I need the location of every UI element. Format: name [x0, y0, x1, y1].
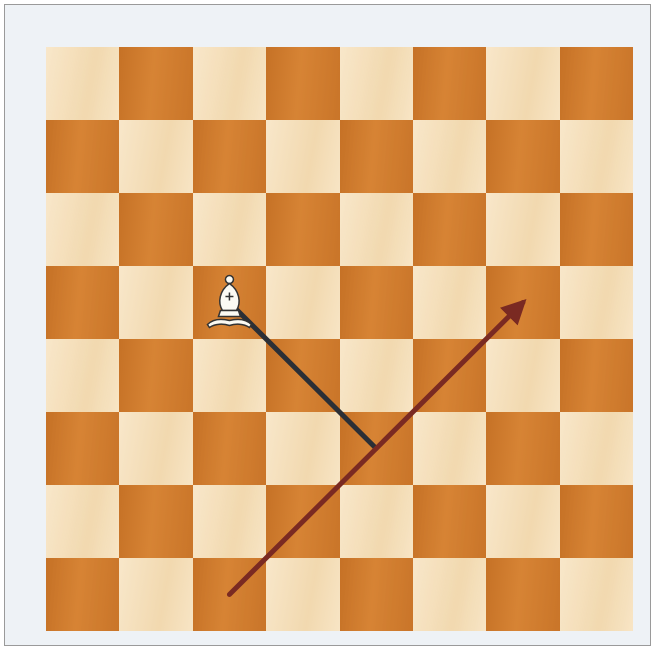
square-d3[interactable]	[266, 412, 339, 485]
square-c1[interactable]	[193, 558, 266, 631]
square-d1[interactable]	[266, 558, 339, 631]
square-c5[interactable]	[193, 266, 266, 339]
square-f3[interactable]	[413, 412, 486, 485]
square-h4[interactable]	[560, 339, 633, 412]
square-d6[interactable]	[266, 193, 339, 266]
square-g5[interactable]	[486, 266, 559, 339]
square-e4[interactable]	[340, 339, 413, 412]
square-c2[interactable]	[193, 485, 266, 558]
square-f2[interactable]	[413, 485, 486, 558]
square-h6[interactable]	[560, 193, 633, 266]
square-e6[interactable]	[340, 193, 413, 266]
square-c6[interactable]	[193, 193, 266, 266]
square-c8[interactable]	[193, 47, 266, 120]
square-b2[interactable]	[119, 485, 192, 558]
square-c3[interactable]	[193, 412, 266, 485]
square-a3[interactable]	[46, 412, 119, 485]
square-b7[interactable]	[119, 120, 192, 193]
square-g3[interactable]	[486, 412, 559, 485]
square-g1[interactable]	[486, 558, 559, 631]
square-c4[interactable]	[193, 339, 266, 412]
square-e1[interactable]	[340, 558, 413, 631]
square-h1[interactable]	[560, 558, 633, 631]
square-b8[interactable]	[119, 47, 192, 120]
chessboard	[46, 47, 633, 631]
square-h2[interactable]	[560, 485, 633, 558]
square-e7[interactable]	[340, 120, 413, 193]
square-a5[interactable]	[46, 266, 119, 339]
square-a8[interactable]	[46, 47, 119, 120]
square-c7[interactable]	[193, 120, 266, 193]
square-h5[interactable]	[560, 266, 633, 339]
square-g6[interactable]	[486, 193, 559, 266]
square-f8[interactable]	[413, 47, 486, 120]
square-g7[interactable]	[486, 120, 559, 193]
square-b5[interactable]	[119, 266, 192, 339]
square-f6[interactable]	[413, 193, 486, 266]
square-b3[interactable]	[119, 412, 192, 485]
board-frame	[4, 4, 651, 646]
square-b1[interactable]	[119, 558, 192, 631]
square-d4[interactable]	[266, 339, 339, 412]
square-e3[interactable]	[340, 412, 413, 485]
square-g4[interactable]	[486, 339, 559, 412]
square-a7[interactable]	[46, 120, 119, 193]
square-f4[interactable]	[413, 339, 486, 412]
square-b6[interactable]	[119, 193, 192, 266]
square-d5[interactable]	[266, 266, 339, 339]
square-h8[interactable]	[560, 47, 633, 120]
square-f7[interactable]	[413, 120, 486, 193]
square-g2[interactable]	[486, 485, 559, 558]
square-a4[interactable]	[46, 339, 119, 412]
square-h7[interactable]	[560, 120, 633, 193]
square-h3[interactable]	[560, 412, 633, 485]
square-e2[interactable]	[340, 485, 413, 558]
square-e8[interactable]	[340, 47, 413, 120]
square-a2[interactable]	[46, 485, 119, 558]
square-d7[interactable]	[266, 120, 339, 193]
square-f5[interactable]	[413, 266, 486, 339]
square-d8[interactable]	[266, 47, 339, 120]
square-b4[interactable]	[119, 339, 192, 412]
square-f1[interactable]	[413, 558, 486, 631]
square-a1[interactable]	[46, 558, 119, 631]
square-d2[interactable]	[266, 485, 339, 558]
square-e5[interactable]	[340, 266, 413, 339]
square-g8[interactable]	[486, 47, 559, 120]
square-a6[interactable]	[46, 193, 119, 266]
